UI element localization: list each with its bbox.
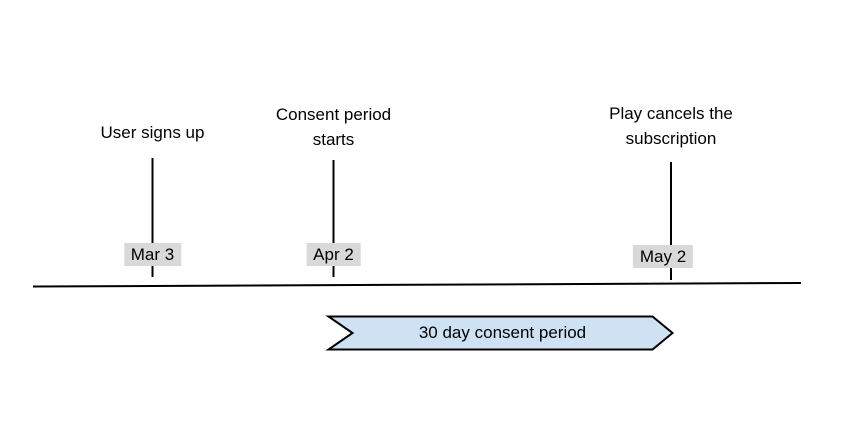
consent-period-banner-label: 30 day consent period	[418, 323, 587, 342]
event-title-consent-start: Consent period starts	[275, 105, 392, 149]
event-title-cancel: Play cancels the subscription	[609, 104, 733, 148]
date-chip-apr-2: Apr 2	[306, 243, 361, 266]
event-title-signup: User signs up	[100, 123, 205, 142]
timeline-axis-line	[32, 282, 802, 288]
date-chip-mar-3: Mar 3	[123, 243, 182, 266]
consent-period-banner-shape	[325, 315, 675, 351]
date-chip-may-2: May 2	[632, 245, 694, 268]
